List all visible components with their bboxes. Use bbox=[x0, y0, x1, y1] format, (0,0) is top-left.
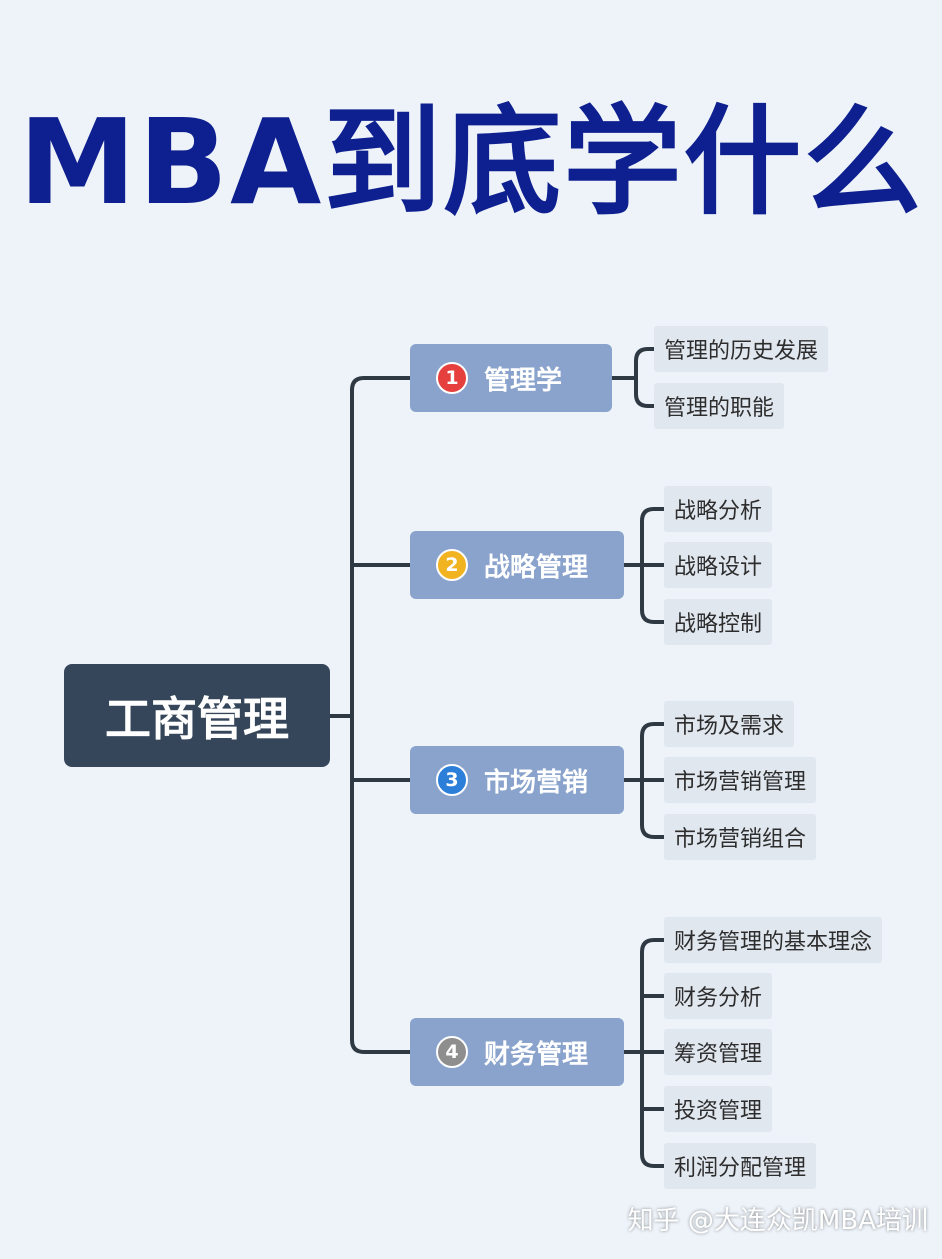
connector-trunk bbox=[350, 376, 412, 1054]
leaf-node: 市场及需求 bbox=[664, 701, 795, 747]
leaf-node: 筹资管理 bbox=[664, 1029, 773, 1075]
branch-node-3: 3 市场营销 bbox=[410, 746, 624, 814]
leaf-node: 管理的历史发展 bbox=[654, 326, 829, 372]
leaf-node: 财务分析 bbox=[664, 973, 773, 1019]
branch-node-1: 1 管理学 bbox=[410, 344, 612, 412]
leaf-node: 市场营销管理 bbox=[664, 757, 817, 803]
watermark: 知乎 @大连众凯MBA培训 bbox=[627, 1206, 928, 1236]
branch-label: 市场营销 bbox=[484, 767, 589, 798]
root-label: 工商管理 bbox=[105, 691, 289, 746]
root-node: 工商管理 bbox=[64, 664, 330, 767]
leaf-node: 战略控制 bbox=[664, 599, 773, 645]
leaf-node: 财务管理的基本理念 bbox=[664, 917, 883, 963]
number-badge-icon: 1 bbox=[436, 362, 468, 394]
leaf-node: 投资管理 bbox=[664, 1086, 773, 1132]
branch-node-4: 4 财务管理 bbox=[410, 1018, 624, 1086]
leaf-node: 利润分配管理 bbox=[664, 1143, 817, 1189]
number-badge-icon: 4 bbox=[436, 1036, 468, 1068]
leaf-node: 市场营销组合 bbox=[664, 814, 817, 860]
number-badge-icon: 3 bbox=[436, 764, 468, 796]
page-title: MBA到底学什么 bbox=[18, 93, 924, 231]
leaf-node: 战略设计 bbox=[664, 542, 773, 588]
branch-label: 财务管理 bbox=[484, 1039, 589, 1070]
branch-label: 战略管理 bbox=[484, 552, 589, 583]
branch-node-2: 2 战略管理 bbox=[410, 531, 624, 599]
number-badge-icon: 2 bbox=[436, 549, 468, 581]
leaf-node: 管理的职能 bbox=[654, 383, 785, 429]
branch-label: 管理学 bbox=[484, 365, 563, 396]
leaf-node: 战略分析 bbox=[664, 486, 773, 532]
